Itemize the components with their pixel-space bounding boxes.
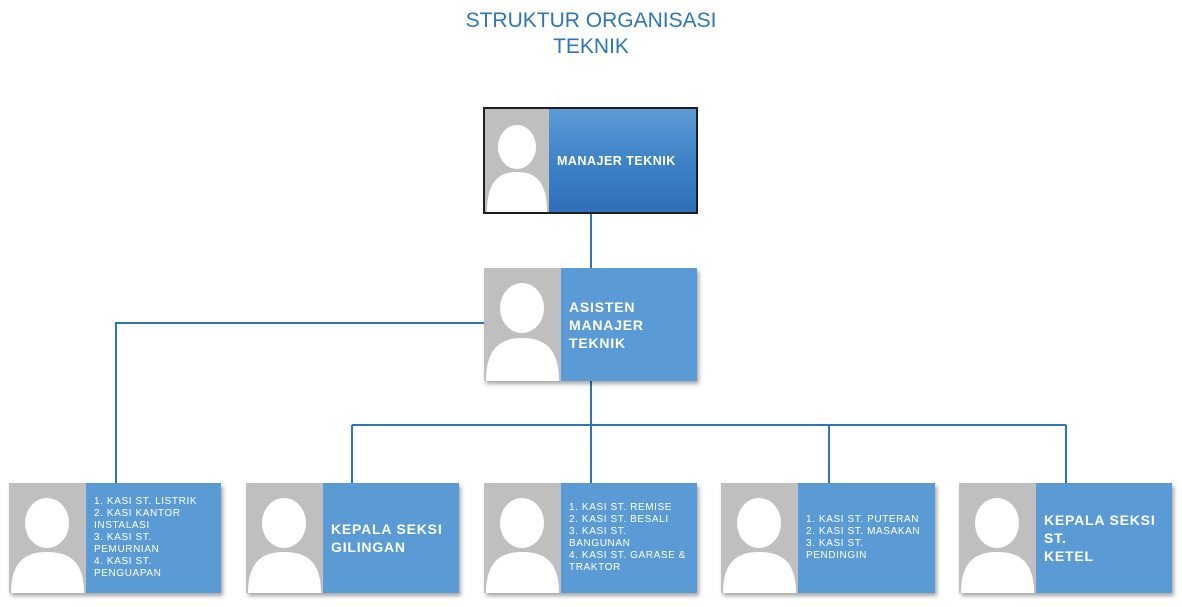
list-item: 1. KASI ST. PUTERAN: [806, 514, 920, 525]
list-item: 2. KASI KANTOR INSTALASI: [94, 508, 181, 531]
node-kepala-seksi-gilingan: KEPALA SEKSI GILINGAN: [246, 483, 459, 593]
diagram-title: STRUKTUR ORGANISASI TEKNIK: [0, 8, 1182, 60]
node-asisten-manajer-teknik: ASISTEN MANAJER TEKNIK: [484, 268, 697, 381]
node-kasi-remise: 1. KASI ST. REMISE 2. KASI ST. BESALI 3.…: [484, 483, 697, 593]
node-label: 1. KASI ST. REMISE 2. KASI ST. BESALI 3.…: [561, 483, 697, 593]
person-placeholder-icon: [485, 109, 549, 212]
title-line-1: STRUKTUR ORGANISASI: [465, 9, 717, 32]
node-kepala-seksi-ketel: KEPALA SEKSI ST. KETEL: [959, 483, 1172, 593]
node-label: 1. KASI ST. PUTERAN 2. KASI ST. MASAKAN …: [798, 483, 935, 593]
list-item: 3. KASI ST. BANGUNAN: [569, 526, 631, 549]
person-placeholder-icon: [246, 483, 323, 593]
list-item: 2. KASI ST. MASAKAN: [806, 526, 921, 537]
node-label-line-2: MANAJER TEKNIK: [569, 316, 644, 351]
node-manajer-teknik: MANAJER TEKNIK: [483, 107, 698, 214]
node-label-line-2: KETEL: [1044, 548, 1094, 564]
node-label: MANAJER TEKNIK: [557, 153, 676, 168]
person-placeholder-icon: [484, 268, 561, 381]
list-item: 2. KASI ST. BESALI: [569, 514, 669, 525]
node-label-line-1: ASISTEN: [569, 298, 636, 315]
node-label-line-1: KEPALA SEKSI: [331, 521, 443, 537]
connector-assistant-listrik: [115, 322, 484, 483]
person-placeholder-icon: [959, 483, 1036, 593]
node-label: KEPALA SEKSI GILINGAN: [323, 483, 459, 593]
person-placeholder-icon: [721, 483, 798, 593]
node-kasi-listrik: 1. KASI ST. LISTRIK 2. KASI KANTOR INSTA…: [9, 483, 221, 593]
node-label-line-2: GILINGAN: [331, 539, 406, 555]
list-item: 3. KASI ST. PENDINGIN: [806, 538, 867, 561]
list-item: 1. KASI ST. REMISE: [569, 502, 673, 513]
list-item: 4. KASI ST. GARASE & TRAKTOR: [569, 550, 687, 573]
node-kasi-puteran: 1. KASI ST. PUTERAN 2. KASI ST. MASAKAN …: [721, 483, 935, 593]
node-label: ASISTEN MANAJER TEKNIK: [561, 268, 697, 381]
person-placeholder-icon: [484, 483, 561, 593]
node-label-line-1: KEPALA SEKSI ST.: [1044, 512, 1156, 546]
person-placeholder-icon: [9, 483, 86, 593]
node-label: 1. KASI ST. LISTRIK 2. KASI KANTOR INSTA…: [86, 483, 221, 593]
node-label: KEPALA SEKSI ST. KETEL: [1036, 483, 1172, 593]
title-line-2: TEKNIK: [553, 35, 629, 58]
list-item: 1. KASI ST. LISTRIK: [94, 496, 198, 507]
list-item: 3. KASI ST. PEMURNIAN: [94, 532, 160, 555]
list-item: 4. KASI ST. PENGUAPAN: [94, 556, 162, 579]
